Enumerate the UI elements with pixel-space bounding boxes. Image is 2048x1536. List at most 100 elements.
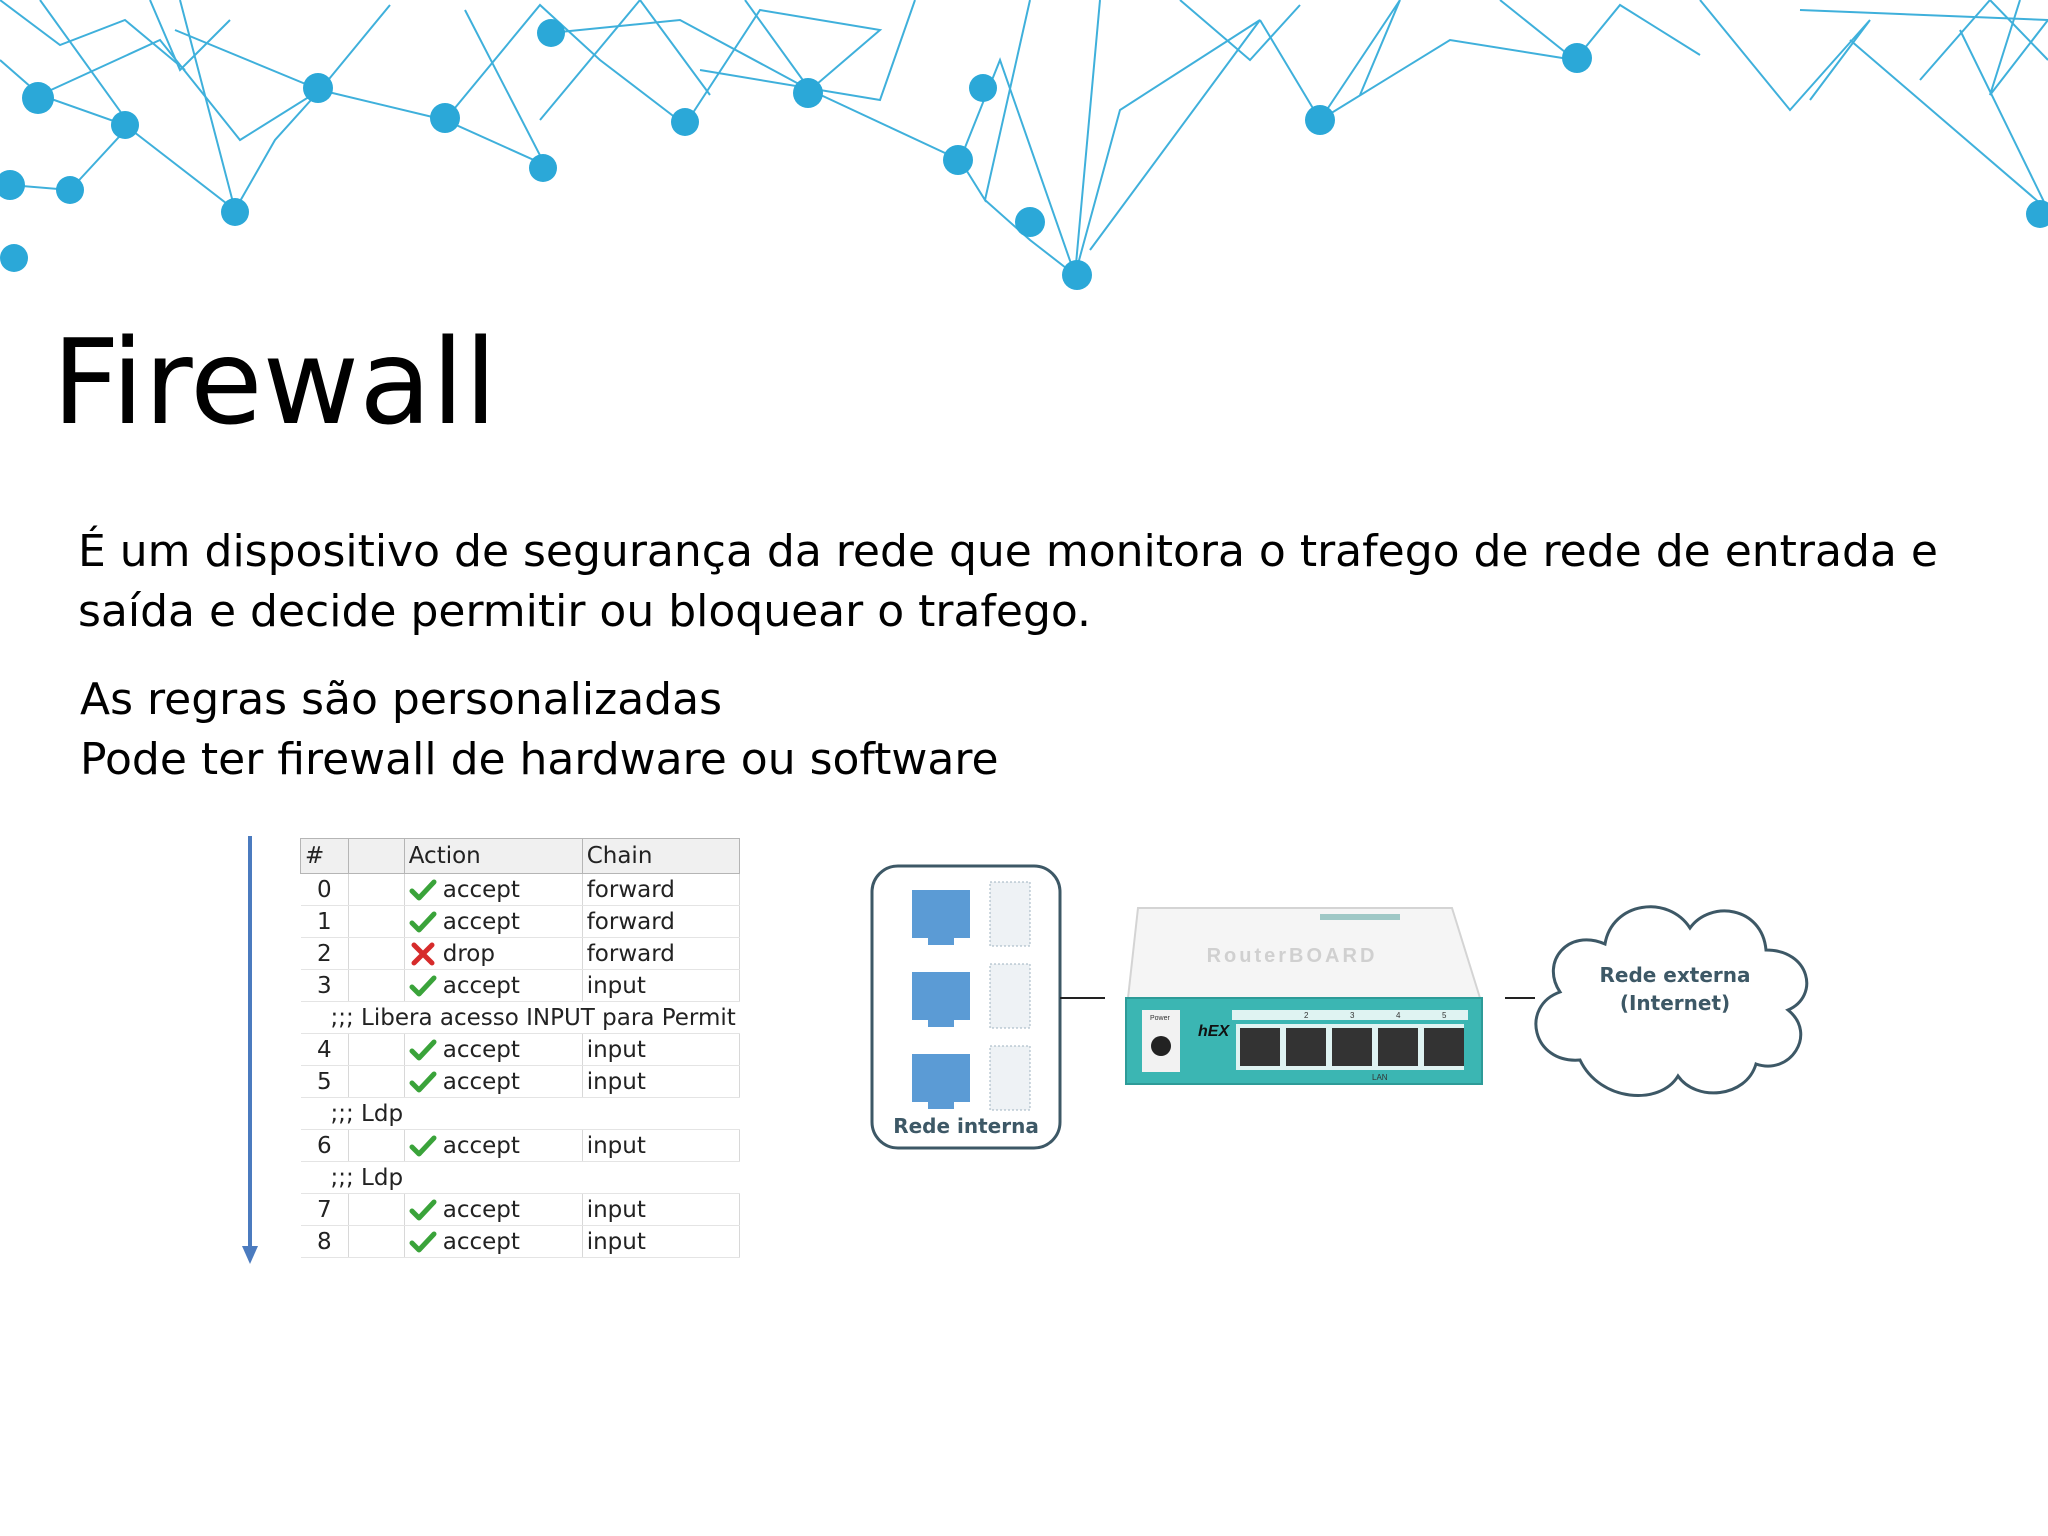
router-power-label: Power bbox=[1150, 1015, 1171, 1022]
rule-action: accept bbox=[404, 1129, 583, 1162]
table-row[interactable]: 8 accept input bbox=[300, 1225, 741, 1258]
ethernet-port-icon bbox=[1286, 1028, 1326, 1066]
rule-number: 7 bbox=[300, 1193, 350, 1226]
router-brand-label: RouterBOARD bbox=[1207, 945, 1378, 967]
check-icon bbox=[409, 877, 443, 903]
ethernet-port-icon bbox=[1378, 1028, 1418, 1066]
router-lan-label: LAN bbox=[1372, 1073, 1388, 1082]
rule-chain: forward bbox=[582, 937, 741, 970]
check-icon bbox=[409, 973, 443, 999]
rule-action-label: accept bbox=[442, 908, 520, 935]
table-row[interactable]: 7 accept input bbox=[300, 1193, 741, 1226]
bullet-item: As regras são personalizadas bbox=[80, 674, 722, 725]
cloud-icon: Rede externa (Internet) bbox=[1534, 905, 1809, 1098]
table-header-row: # Action Chain bbox=[299, 838, 741, 874]
rule-comment: ;;; Ldp bbox=[300, 1097, 740, 1130]
table-comment-row[interactable]: ;;; Ldp bbox=[300, 1097, 740, 1130]
router-port-label: 2 bbox=[1304, 1011, 1309, 1020]
rule-chain: input bbox=[582, 1225, 741, 1258]
rule-action-label: accept bbox=[442, 876, 520, 903]
rule-flags bbox=[348, 1193, 405, 1226]
rule-number: 6 bbox=[300, 1129, 350, 1162]
rule-flags bbox=[348, 905, 405, 938]
router-model-label: hEX bbox=[1198, 1023, 1230, 1040]
check-icon bbox=[409, 909, 443, 935]
router-port-label: 3 bbox=[1350, 1011, 1355, 1020]
table-comment-row[interactable]: ;;; Libera acesso INPUT para Permit bbox=[300, 1001, 740, 1034]
rule-action: accept bbox=[404, 969, 583, 1002]
network-diagram: Rede interna RouterBOARD Power hEX 2 3 4… bbox=[870, 864, 1809, 1150]
rule-chain: input bbox=[582, 1065, 741, 1098]
table-row[interactable]: 6 accept input bbox=[300, 1129, 741, 1162]
rule-number: 0 bbox=[300, 873, 350, 906]
order-arrow bbox=[242, 836, 258, 1264]
rule-action-label: accept bbox=[442, 1196, 520, 1223]
table-comment-row[interactable]: ;;; Ldp bbox=[300, 1161, 740, 1194]
rule-chain: input bbox=[582, 1193, 741, 1226]
rule-chain: input bbox=[582, 1129, 741, 1162]
check-icon bbox=[409, 1069, 443, 1095]
rule-flags bbox=[348, 1065, 405, 1098]
rule-action: drop bbox=[404, 937, 583, 970]
rule-number: 3 bbox=[300, 969, 350, 1002]
rule-chain: input bbox=[582, 969, 741, 1002]
check-icon bbox=[409, 1133, 443, 1159]
internal-network-label: Rede interna bbox=[893, 1114, 1039, 1138]
rule-action: accept bbox=[404, 905, 583, 938]
header-flags[interactable] bbox=[348, 838, 405, 874]
page-title: Firewall bbox=[52, 313, 497, 451]
router-port-label: 4 bbox=[1396, 1011, 1401, 1020]
rule-number: 5 bbox=[300, 1065, 350, 1098]
rule-action-label: accept bbox=[442, 1036, 520, 1063]
table-row[interactable]: 4 accept input bbox=[300, 1033, 741, 1066]
header-chain[interactable]: Chain bbox=[581, 838, 741, 874]
rule-action-label: accept bbox=[442, 1228, 520, 1255]
rule-action: accept bbox=[404, 873, 583, 906]
table-row[interactable]: 2 drop forward bbox=[300, 937, 741, 970]
rule-number: 2 bbox=[300, 937, 350, 970]
router-device: RouterBOARD Power hEX 2 3 4 5 LAN bbox=[1125, 907, 1483, 1085]
rule-comment: ;;; Ldp bbox=[300, 1161, 740, 1194]
check-icon bbox=[409, 1197, 443, 1223]
rule-action: accept bbox=[404, 1065, 583, 1098]
x-icon bbox=[409, 941, 443, 967]
rule-flags bbox=[348, 969, 405, 1002]
rule-action-label: drop bbox=[442, 940, 495, 967]
rule-action-label: accept bbox=[442, 1132, 520, 1159]
check-icon bbox=[409, 1037, 443, 1063]
rule-comment: ;;; Libera acesso INPUT para Permit bbox=[300, 1001, 740, 1034]
computer-icon bbox=[912, 1045, 1031, 1111]
router-port-label: 5 bbox=[1442, 1011, 1447, 1020]
table-row[interactable]: 0 accept forward bbox=[300, 873, 741, 906]
check-icon bbox=[409, 1229, 443, 1255]
rule-chain: forward bbox=[582, 873, 741, 906]
rule-flags bbox=[348, 1225, 405, 1258]
computer-icon bbox=[912, 881, 1031, 947]
rule-number: 4 bbox=[300, 1033, 350, 1066]
description-paragraph: É um dispositivo de segurança da rede qu… bbox=[78, 526, 1938, 637]
computer-icon bbox=[912, 963, 1031, 1029]
ethernet-port-icon bbox=[1240, 1028, 1280, 1066]
rule-flags bbox=[348, 1129, 405, 1162]
network-graphic-header bbox=[0, 0, 2048, 290]
header-number[interactable]: # bbox=[299, 838, 350, 874]
rule-number: 1 bbox=[300, 905, 350, 938]
bullet-list: As regras são personalizadas Pode ter fi… bbox=[80, 670, 999, 790]
rule-chain: input bbox=[582, 1033, 741, 1066]
external-network-label: Rede externa bbox=[1600, 963, 1751, 987]
rule-number: 8 bbox=[300, 1225, 350, 1258]
rule-flags bbox=[348, 937, 405, 970]
table-row[interactable]: 1 accept forward bbox=[300, 905, 741, 938]
ethernet-port-icon bbox=[1424, 1028, 1464, 1066]
rule-action: accept bbox=[404, 1225, 583, 1258]
bullet-item: Pode ter firewall de hardware ou softwar… bbox=[80, 734, 999, 785]
header-action[interactable]: Action bbox=[403, 838, 583, 874]
external-network-sublabel: (Internet) bbox=[1620, 991, 1730, 1015]
rule-action: accept bbox=[404, 1193, 583, 1226]
rule-flags bbox=[348, 1033, 405, 1066]
rule-chain: forward bbox=[582, 905, 741, 938]
ethernet-port-icon bbox=[1332, 1028, 1372, 1066]
